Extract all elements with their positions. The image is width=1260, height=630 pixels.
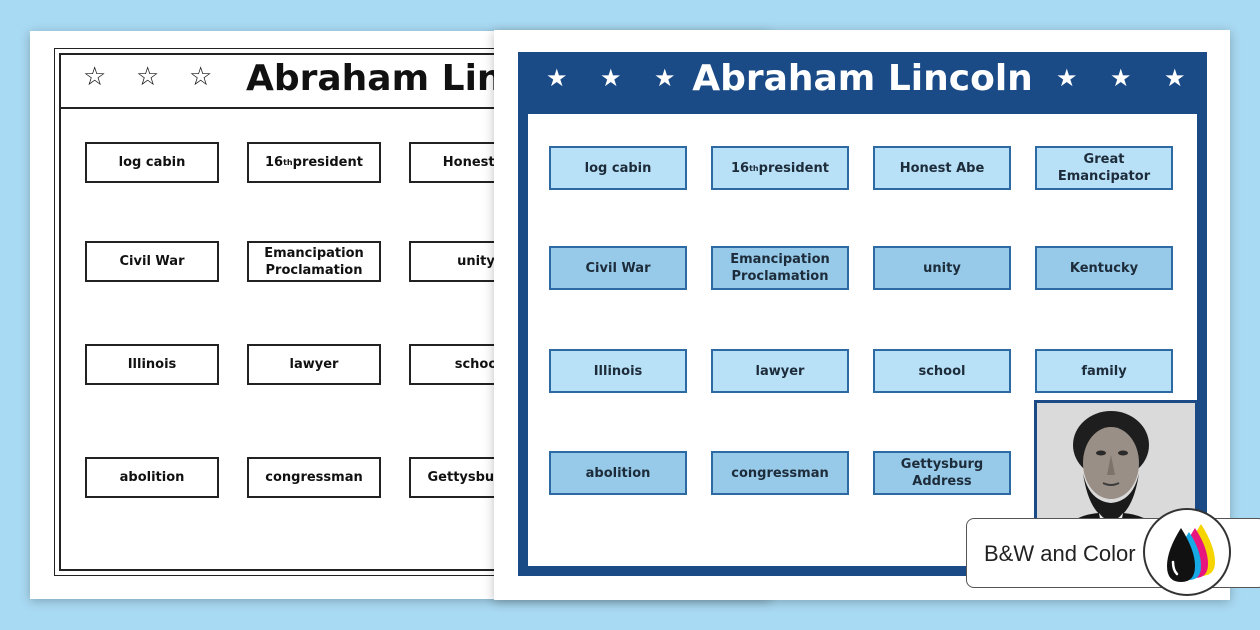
word-card-kentucky: Kentucky: [1035, 246, 1173, 290]
word-card-log-cabin: log cabin: [549, 146, 687, 190]
star-icon: ★: [600, 64, 622, 92]
badge-label: B&W and Color: [984, 541, 1136, 566]
star-icon: ★: [1110, 64, 1132, 92]
bw-word-card-log-cabin: log cabin: [85, 142, 219, 183]
word-card-school: school: [873, 349, 1011, 393]
bw-header: ☆ ☆ ☆ Abraham Linc: [61, 55, 741, 109]
word-card-emancipation-proclamation: Emancipation Proclamation: [711, 246, 849, 290]
bw-word-card-lawyer: lawyer: [247, 344, 381, 385]
bw-word-card-civil-war: Civil War: [85, 241, 219, 282]
star-outline-icon: ☆: [189, 62, 213, 92]
word-card-family: family: [1035, 349, 1173, 393]
bw-word-card-illinois: Illinois: [85, 344, 219, 385]
word-card-unity: unity: [873, 246, 1011, 290]
color-title: Abraham Lincoln: [692, 58, 1033, 99]
word-card-abolition: abolition: [549, 451, 687, 495]
ink-drops-icon: [1143, 508, 1231, 596]
bw-word-card-emancipation-proclamation: Emancipation Proclamation: [247, 241, 381, 282]
word-card-civil-war: Civil War: [549, 246, 687, 290]
word-card-congressman: congressman: [711, 451, 849, 495]
bw-word-card-congressman: congressman: [247, 457, 381, 498]
star-icon: ★: [546, 64, 568, 92]
bw-title: Abraham Linc: [246, 58, 524, 99]
star-icon: ★: [1164, 64, 1186, 92]
word-card-gettysburg-address: Gettysburg Address: [873, 451, 1011, 495]
star-icon: ★: [1056, 64, 1078, 92]
star-outline-icon: ☆: [83, 62, 107, 92]
word-card-lawyer: lawyer: [711, 349, 849, 393]
star-outline-icon: ☆: [136, 62, 160, 92]
bw-word-card-abolition: abolition: [85, 457, 219, 498]
bw-and-color-badge: B&W and Color: [966, 508, 1260, 596]
star-icon: ★: [654, 64, 676, 92]
word-card-great-emancipator: Great Emancipator: [1035, 146, 1173, 190]
word-card-honest-abe: Honest Abe: [873, 146, 1011, 190]
word-card-illinois: Illinois: [549, 349, 687, 393]
